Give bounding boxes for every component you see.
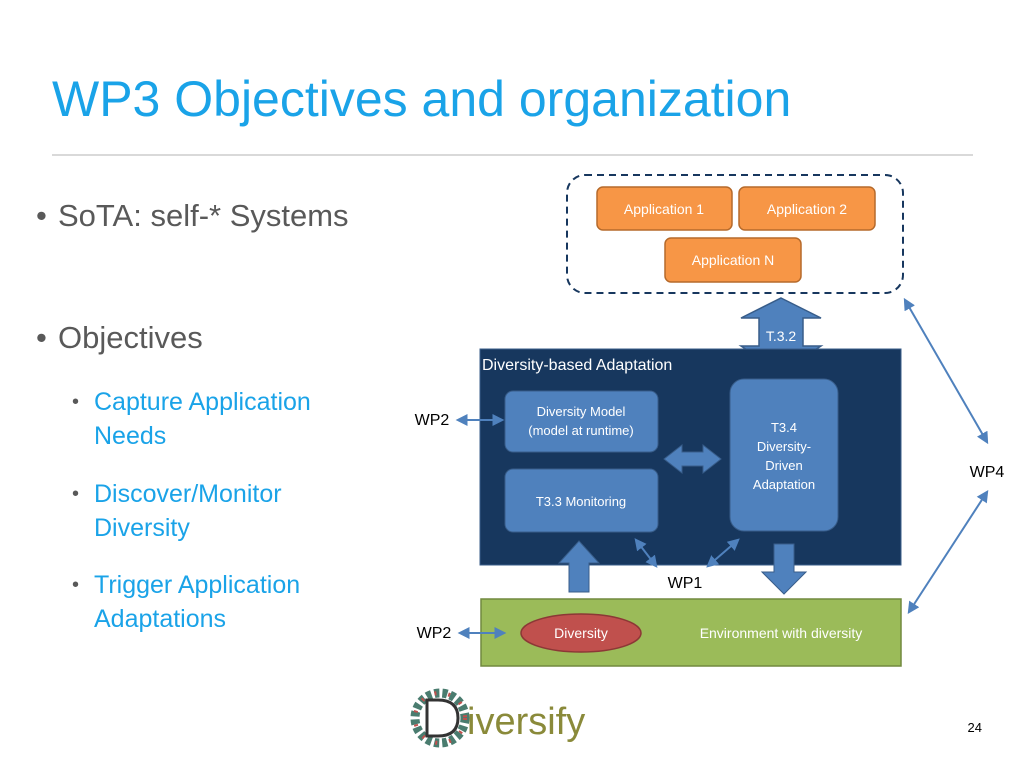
adaptation-task-label-3: Driven [765,458,803,473]
sub-bullet-capture-text: Capture Application Needs [94,388,311,450]
adaptation-task-label-4: Adaptation [753,477,815,492]
diversity-ellipse-label: Diversity [554,625,608,641]
logo-wordmark: iversify [467,701,585,743]
bullet-sota-text: SoTA: self-* Systems [58,198,349,233]
applications-group [566,174,904,294]
application-2-label: Application 2 [767,201,847,217]
bullet-sota: • SoTA: self-* Systems [36,198,349,234]
adaptation-box-label: Diversity-based Adaptation [482,357,672,374]
wp2-bottom-label: WP2 [417,625,452,642]
environment-label: Environment with diversity [700,625,863,641]
diversity-model-sublabel: (model at runtime) [528,423,633,438]
diversify-logo: iversify [410,688,585,748]
wp4-label: WP4 [970,464,1005,481]
application-1-label: Application 1 [624,201,704,217]
bullet-dot: • [36,320,47,355]
model-adaptation-double-arrow [663,443,722,475]
adaptation-task-label-1: T3.4 [771,420,797,435]
application-n-box [664,237,802,283]
bullet-dot: • [36,198,47,233]
wp4-bottom-arrow [907,489,989,615]
logo-ring-accent [413,691,467,745]
wp1-arrow-right [706,538,740,568]
wp4-top-arrow [903,297,989,445]
diversity-model-box [504,390,659,453]
monitoring-up-arrow [557,540,601,593]
page-number: 24 [967,720,982,735]
sub-bullet-discover-text: Discover/Monitor Diversity [94,480,282,542]
wp2-top-label: WP2 [415,412,450,429]
bullet-dot: • [72,391,80,413]
monitoring-label: T3.3 Monitoring [536,494,626,509]
application-1-box [596,186,733,231]
title-divider [52,154,973,156]
interface-label: T.3.2 [766,328,797,344]
monitoring-box [504,468,659,533]
sub-bullet-trigger-text: Trigger Application Adaptations [94,571,301,633]
diversity-ellipse [520,613,642,653]
bullet-objectives-text: Objectives [58,320,203,355]
bullet-dot: • [72,574,80,596]
adaptation-task-label-2: Diversity- [757,439,811,454]
wp1-label: WP1 [668,575,703,592]
wp1-arrow-left [634,538,658,568]
adaptation-down-arrow [760,543,808,595]
adaptation-task-box [729,378,839,532]
bullet-objectives: • Objectives [36,320,203,356]
bullet-dot: • [72,483,80,505]
application-n-label: Application N [692,252,775,268]
application-2-box [738,186,876,231]
diversity-model-label: Diversity Model [537,404,626,419]
slide-title: WP3 Objectives and organization [52,71,792,127]
logo-d-glyph [425,698,460,738]
